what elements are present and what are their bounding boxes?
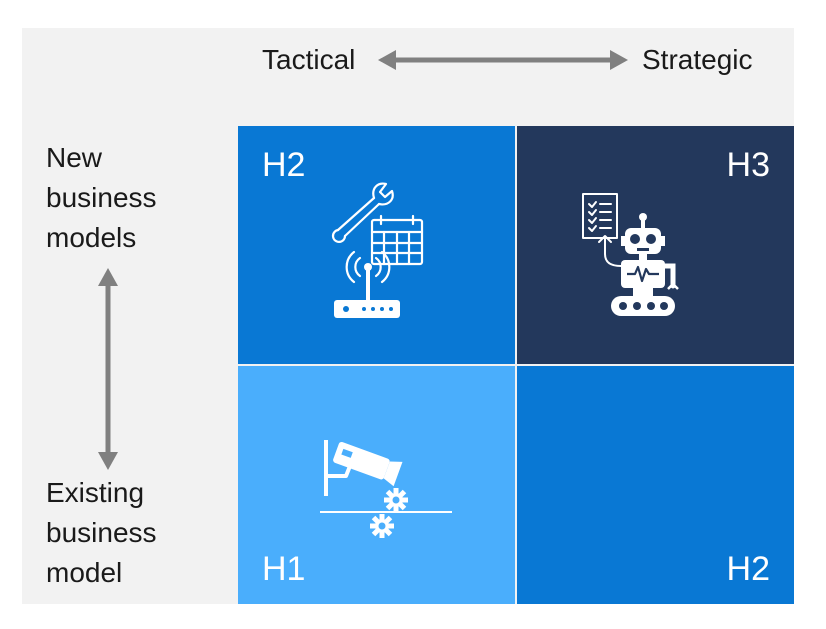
y-axis-bottom-line-3: model: [46, 557, 123, 588]
y-axis-top-line-3: models: [46, 222, 137, 253]
quadrant-label: H2: [726, 550, 770, 588]
y-axis-bottom-line-1: Existing: [46, 477, 145, 508]
quadrant-bottom-right: H2: [517, 366, 794, 604]
quadrant-label: H2: [262, 146, 306, 184]
quadrant-bottom-left: H1: [238, 366, 515, 604]
x-axis-right-label: Strategic: [642, 44, 753, 75]
y-axis-bottom-line-2: business: [46, 517, 157, 548]
camera-gears-icon: [320, 440, 452, 538]
y-axis-top-line-1: New: [46, 142, 103, 173]
wrench-calendar-router-icon: [331, 182, 424, 318]
quadrant-label: H1: [262, 550, 306, 588]
quadrant-top-right: H3: [517, 126, 794, 364]
y-axis-top-label: New business models: [46, 138, 157, 258]
quadrant-top-left: H2: [238, 126, 515, 364]
x-axis-left-label: Tactical: [262, 44, 356, 75]
y-axis-top-line-2: business: [46, 182, 157, 213]
y-axis-bottom-label: Existing business model: [46, 473, 157, 593]
robot-checklist-icon: [582, 193, 679, 316]
quadrant-label: H3: [726, 146, 770, 184]
